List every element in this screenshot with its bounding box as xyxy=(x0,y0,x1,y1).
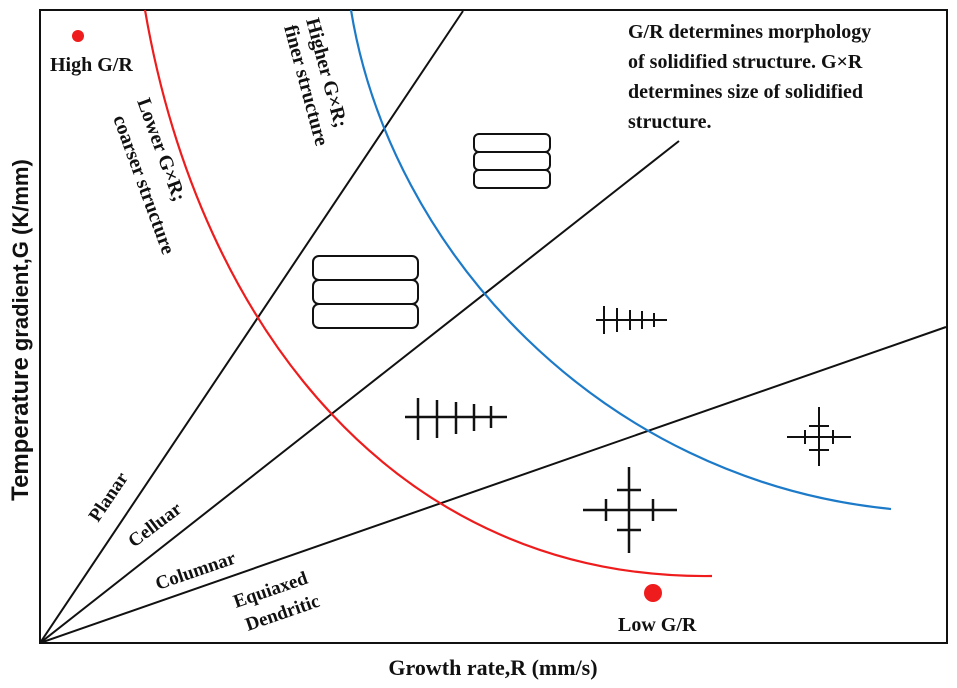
high-gr-label: High G/R xyxy=(50,54,133,76)
equiaxed-dendrite-icon-fine xyxy=(787,407,851,466)
columnar-dendrite-icon-fine xyxy=(596,306,667,334)
svg-text:determines size of solidified: determines size of solidified xyxy=(628,81,863,103)
svg-text:structure.: structure. xyxy=(628,111,712,133)
cellular-structure-icon-coarse xyxy=(312,255,419,329)
low-gr-label: Low G/R xyxy=(618,614,697,636)
higher-gxr-curve xyxy=(349,9,892,511)
columnar-dendrite-icon-coarse xyxy=(405,398,507,440)
x-axis-label: Growth rate,R (mm/s) xyxy=(388,655,597,680)
high-gr-marker xyxy=(72,30,84,42)
low-gr-marker xyxy=(644,584,662,602)
plot-frame xyxy=(39,9,948,644)
cellular-columnar-boundary xyxy=(39,140,680,644)
svg-text:of solidified structure. G×R: of solidified structure. G×R xyxy=(628,51,863,73)
lower-gxr-curve xyxy=(143,9,713,578)
cellular-region-label: Celluar xyxy=(124,498,186,552)
columnar-equiaxed-boundary xyxy=(39,326,947,644)
explanatory-note: G/R determines morphology of solidified … xyxy=(628,21,871,133)
planar-cellular-boundary xyxy=(39,10,464,644)
svg-text:G/R determines morphology: G/R determines morphology xyxy=(628,21,871,43)
y-axis-label: Temperature gradient,G (K/mm) xyxy=(7,159,34,501)
planar-region-label: Planar xyxy=(85,468,133,526)
equiaxed-dendrite-icon-coarse xyxy=(583,467,677,553)
cellular-structure-icon-fine xyxy=(473,133,551,189)
